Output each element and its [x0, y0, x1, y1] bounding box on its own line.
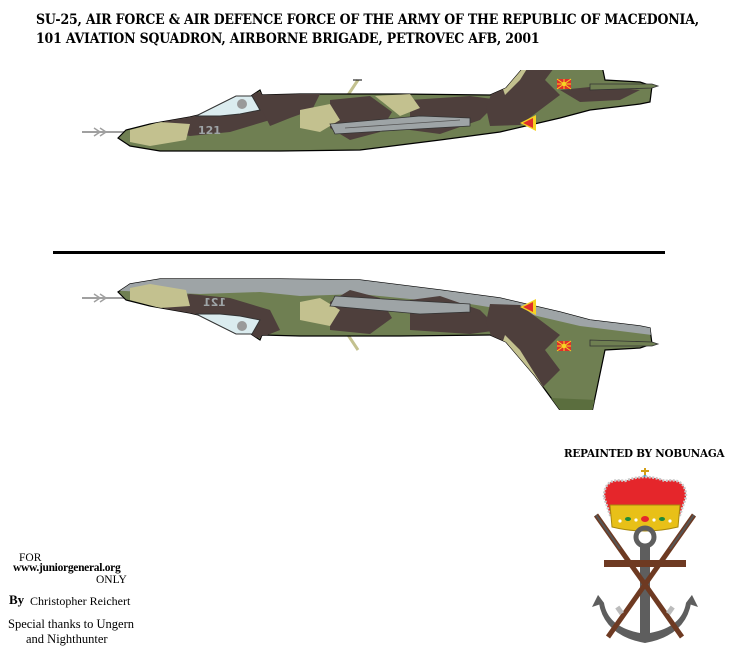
thanks-line-2: and Nighthunter	[26, 632, 108, 646]
thanks-line-1: Special thanks to Ungern	[8, 617, 135, 631]
author-name: Christopher Reichert	[30, 594, 131, 608]
crowned-anchor-crossed-rifles-emblem-icon	[592, 468, 698, 643]
anchor-stock-icon	[604, 560, 686, 567]
su25-right-profile-illustration: 121	[82, 278, 660, 410]
svg-text:121: 121	[203, 296, 226, 309]
repaint-credit: Repainted by Nobunaga	[564, 446, 725, 460]
svg-text:121: 121	[198, 124, 221, 137]
website-link[interactable]: www.juniorgeneral.org	[13, 562, 121, 574]
anchor-icon	[592, 525, 698, 643]
title-line-1: SU-25, Air Force & Air Defence Force of …	[36, 12, 699, 28]
by-label: By	[9, 592, 25, 607]
title-line-2: 101 Aviation Squadron, Airborne Brigade,…	[36, 31, 540, 47]
royal-crown-icon	[602, 468, 688, 532]
page-title: SU-25, Air Force & Air Defence Force of …	[36, 11, 699, 49]
for-label: FOR	[19, 552, 42, 564]
only-label: ONLY	[96, 574, 127, 586]
crossed-rifles-icon	[593, 513, 697, 639]
section-divider	[53, 251, 665, 254]
su25-left-profile-illustration: 121	[82, 70, 660, 152]
